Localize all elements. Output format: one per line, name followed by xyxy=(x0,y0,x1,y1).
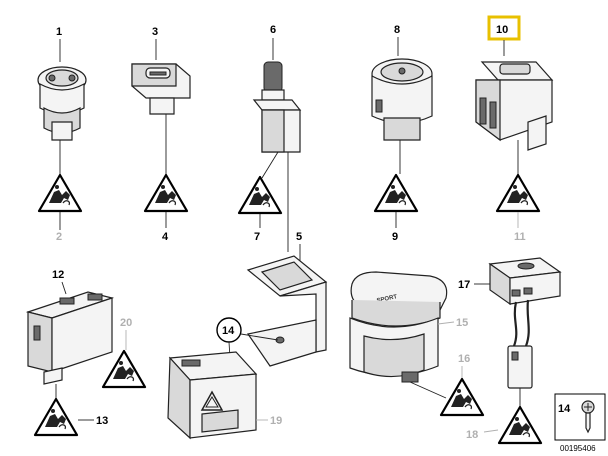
label-19: 19 xyxy=(270,415,282,427)
part-1: 1 xyxy=(37,26,87,174)
label-10: 10 xyxy=(496,24,508,36)
part-8: 8 xyxy=(371,24,433,174)
label-2: 2 xyxy=(56,231,62,243)
label-11: 11 xyxy=(514,231,526,243)
warning-icon-16 xyxy=(439,377,485,417)
part-3: 3 xyxy=(131,26,191,174)
part-6: 6 xyxy=(252,24,302,252)
warning-icon-2 xyxy=(37,173,83,213)
label-12: 12 xyxy=(52,269,64,281)
label-16: 16 xyxy=(458,353,470,365)
label-3: 3 xyxy=(152,26,158,38)
label-6: 6 xyxy=(270,24,276,36)
part-17: 17 xyxy=(458,257,562,408)
label-18: 18 xyxy=(466,429,478,441)
label-10-highlight xyxy=(487,15,521,41)
label-20: 20 xyxy=(120,317,132,329)
warning-icon-7 xyxy=(237,175,283,215)
label-7: 7 xyxy=(254,231,260,243)
diagram-code: 00195406 xyxy=(560,444,596,453)
label-1: 1 xyxy=(56,26,62,38)
warning-icon-20 xyxy=(101,349,147,389)
label-9: 9 xyxy=(392,231,398,243)
label-8: 8 xyxy=(394,24,400,36)
part-12: 12 xyxy=(25,269,115,400)
label-4: 4 xyxy=(162,231,169,243)
warning-icon-13 xyxy=(33,397,79,437)
label-17: 17 xyxy=(458,279,470,291)
part-5: 5 xyxy=(246,231,328,367)
warning-icon-4 xyxy=(143,173,189,213)
part-15: SPORT xyxy=(349,271,455,399)
label-14b: 14 xyxy=(558,403,571,415)
label-14a: 14 xyxy=(222,325,235,337)
screw-callout-box: 14 xyxy=(554,393,606,441)
warning-icon-11 xyxy=(495,173,541,213)
label-15: 15 xyxy=(456,317,468,329)
part-10 xyxy=(475,40,554,174)
label-5: 5 xyxy=(296,231,302,243)
warning-icon-18 xyxy=(497,405,543,445)
label-13: 13 xyxy=(96,415,108,427)
warning-icon-9 xyxy=(373,173,419,213)
sport-embossed: SPORT xyxy=(376,294,398,304)
part-19 xyxy=(167,351,268,440)
